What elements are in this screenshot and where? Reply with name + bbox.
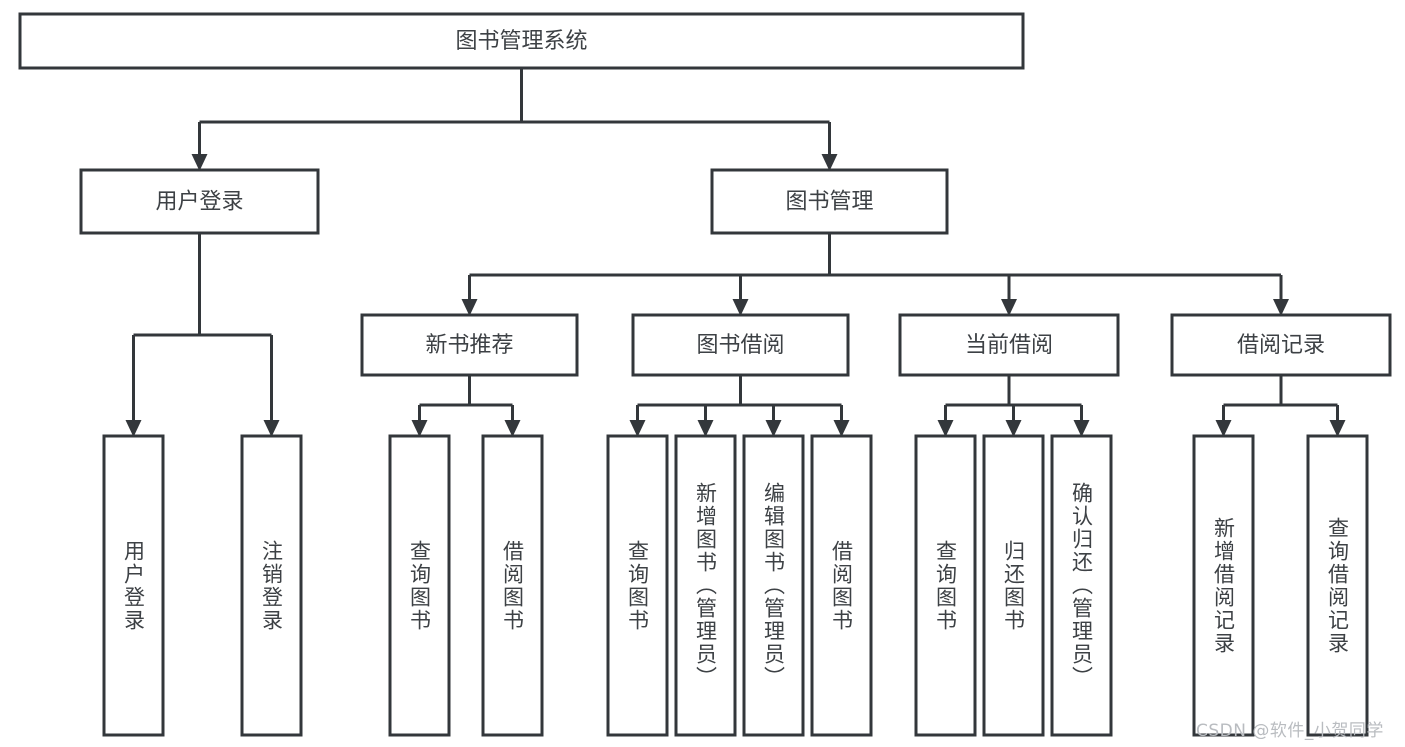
node-label-user-login: 用户登录 bbox=[155, 190, 243, 215]
node-label-borrow-record: 借阅记录 bbox=[1237, 333, 1325, 358]
connector-current-borrow bbox=[937, 375, 1090, 437]
connector-layer bbox=[125, 68, 1346, 437]
node-leaf-add-record[interactable] bbox=[1192, 434, 1255, 737]
node-label-book-borrow: 图书借阅 bbox=[696, 333, 784, 358]
connector-borrow-record bbox=[1215, 375, 1346, 437]
node-box-layer bbox=[18, 12, 1392, 737]
connector-new-book-rec bbox=[411, 375, 521, 437]
node-leaf-confirm-return[interactable] bbox=[1050, 434, 1113, 737]
node-label-root: 图书管理系统 bbox=[455, 29, 587, 54]
node-leaf-return-book[interactable] bbox=[982, 434, 1045, 737]
csdn-watermark: CSDN @软件_小贺同学 bbox=[1196, 721, 1384, 741]
connector-book-manage bbox=[461, 233, 1289, 316]
node-leaf-borrow-book-2[interactable] bbox=[810, 434, 873, 737]
node-leaf-query-book-2[interactable] bbox=[606, 434, 669, 737]
node-leaf-query-book-1[interactable] bbox=[388, 434, 451, 737]
node-leaf-logout[interactable] bbox=[240, 434, 303, 737]
node-borrow-record[interactable] bbox=[1170, 313, 1392, 377]
connector-root bbox=[191, 68, 838, 171]
node-new-book-rec[interactable] bbox=[360, 313, 579, 377]
node-current-borrow[interactable] bbox=[898, 313, 1120, 377]
connector-book-borrow bbox=[629, 375, 850, 437]
connector-user-login bbox=[125, 233, 280, 437]
node-user-login[interactable] bbox=[79, 168, 320, 235]
node-leaf-edit-book[interactable] bbox=[742, 434, 805, 737]
node-label-book-manage: 图书管理 bbox=[785, 190, 873, 215]
node-book-manage[interactable] bbox=[710, 168, 949, 235]
node-leaf-user-login[interactable] bbox=[102, 434, 165, 737]
node-leaf-query-record[interactable] bbox=[1306, 434, 1369, 737]
node-leaf-query-book-3[interactable] bbox=[914, 434, 977, 737]
node-leaf-add-book[interactable] bbox=[674, 434, 737, 737]
node-root[interactable] bbox=[18, 12, 1025, 70]
node-label-new-book-rec: 新书推荐 bbox=[425, 333, 513, 358]
node-label-current-borrow: 当前借阅 bbox=[965, 333, 1053, 358]
node-book-borrow[interactable] bbox=[631, 313, 850, 377]
node-leaf-borrow-book-1[interactable] bbox=[481, 434, 544, 737]
